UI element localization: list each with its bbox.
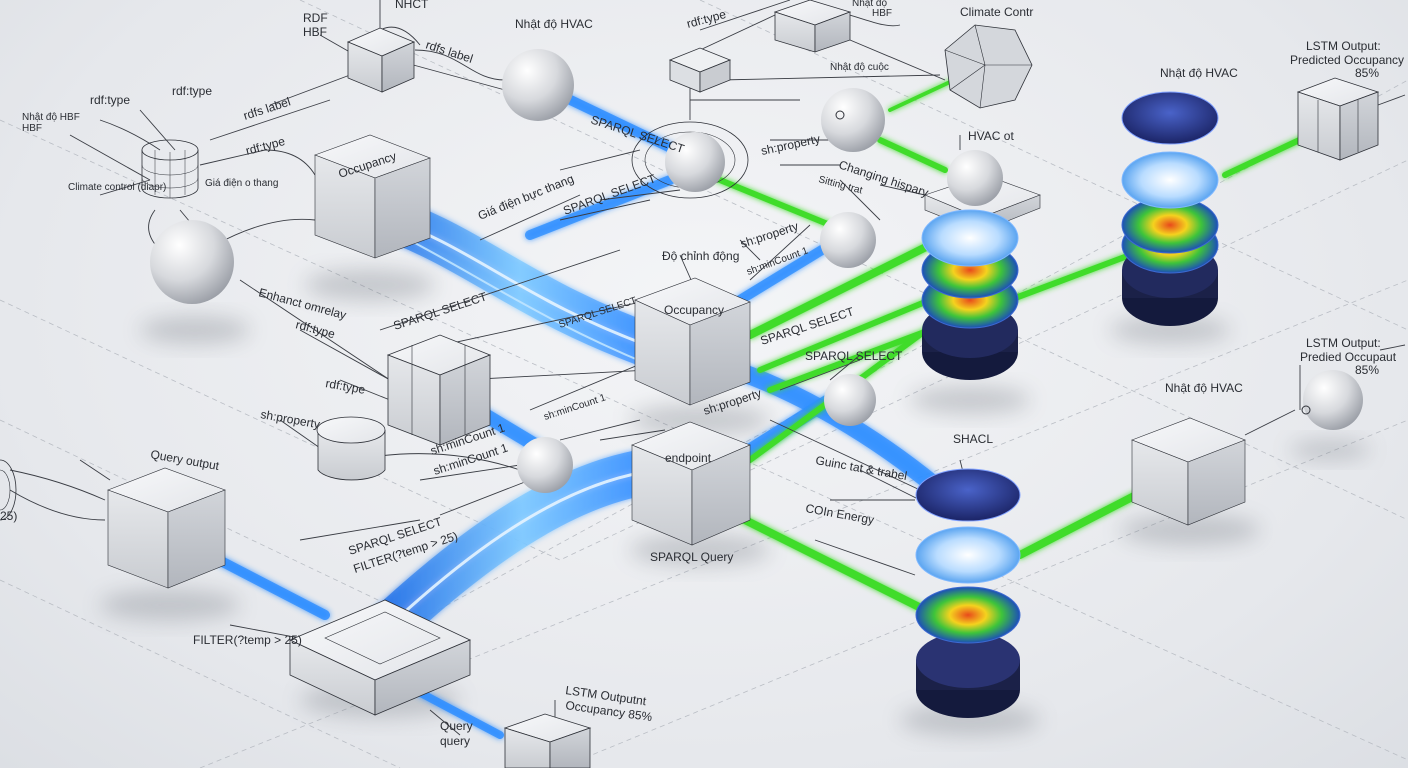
cube-lstm-output	[1298, 78, 1378, 160]
label-rdf: RDF	[303, 11, 328, 25]
label-lstm-right-3: 85%	[1355, 66, 1379, 80]
cube-occupancy-center	[635, 278, 750, 405]
label-nhiet-do-2: Nhật độ cuộc	[830, 62, 889, 73]
label-filter-3: FILTER(?temp > 25)	[193, 633, 302, 647]
label-hbf-left: HBF	[22, 123, 42, 134]
label-rdf-type-mid: rdf:type	[685, 7, 728, 31]
label-sh-property-3: sh:property	[259, 407, 321, 431]
cube-query-output	[108, 468, 225, 588]
cube-rdf-hbf	[348, 28, 414, 92]
sphere-hvac-top	[502, 49, 574, 121]
label-de-chinh: Độ chỉnh động	[662, 249, 739, 263]
wire-box-rdf-type	[670, 48, 730, 92]
cube-endpoint	[632, 422, 750, 545]
label-sh-property-2: sh:property	[739, 219, 800, 251]
label-gia-dien-bac: Giá điện bực thang	[476, 172, 576, 223]
label-lstm-r2-3: 85%	[1355, 363, 1379, 377]
cube-wireframe-mid	[388, 335, 490, 445]
label-rdf-type-bottom: rdf:type	[324, 376, 366, 397]
sphere-de-chinh	[820, 212, 876, 268]
label-nhiet-hvac-right2: Nhật độ HVAC	[1165, 381, 1243, 395]
label-sparql-query: SPARQL Query	[650, 550, 733, 564]
label-climate-control: Climate control (diapr)	[68, 182, 166, 193]
cube-top-center	[775, 0, 850, 52]
label-rdf-type-left: rdf:type	[172, 84, 212, 98]
label-rdfs-type-c: rdf:type	[294, 317, 337, 341]
polyhedron-climate	[945, 25, 1032, 108]
label-occupancy-center: Occupancy	[664, 303, 724, 317]
sphere-min-count	[517, 437, 573, 493]
label-lstm-r2-1: LSTM Output:	[1306, 336, 1381, 350]
disc-stack-right	[1122, 92, 1218, 326]
label-hbf-top2: HBF	[872, 8, 892, 19]
label-sh-min-count-2: sh:minCount 1	[543, 392, 608, 423]
label-hvac-ot: HVAC ot	[968, 129, 1014, 143]
label-mhapp-hbf: Nhật độ HBF	[22, 112, 80, 123]
label-lstm-right-2: Predicted Occupancy	[1290, 53, 1404, 67]
label-lstm-r2-2: Predied Occupaut	[1300, 350, 1397, 364]
label-nhiet-hvac-right: Nhật độ HVAC	[1160, 66, 1238, 80]
label-climate-contr: Climate Contr	[960, 5, 1033, 19]
sphere-nhiet-do	[821, 88, 885, 152]
cube-right	[1132, 418, 1245, 525]
label-hbf-top: HBF	[303, 25, 327, 39]
label-coin-energy: COIn Energy	[804, 501, 875, 527]
label-rdf-type-3: rdf:type	[244, 134, 287, 158]
label-left-paren: 25)	[0, 509, 17, 523]
label-endpoint: endpoint	[665, 451, 712, 465]
disc-stack-bottom	[916, 469, 1020, 718]
sphere-lstm-right	[1303, 370, 1363, 430]
cube-occupancy-left	[315, 135, 430, 258]
cube-bottom	[505, 714, 590, 768]
disc-stack-center	[922, 210, 1018, 380]
sphere-sparql	[824, 374, 876, 426]
label-rdf-type-left2: rdf:type	[90, 93, 130, 107]
label-sitting: Sitting trat	[817, 174, 864, 196]
label-lstm-right-1: LSTM Output:	[1306, 39, 1381, 53]
cylinder-shproperty	[317, 417, 385, 480]
label-query-bottom-2: query	[440, 734, 470, 748]
label-sh-property-1: sh:property	[760, 132, 822, 158]
label-nhiet-hvac-top: Nhật độ HVAC	[515, 17, 593, 31]
label-gia-dien: Giá điện o thang	[205, 178, 278, 189]
label-rdfs-label-left: rdfs label	[242, 94, 293, 122]
sphere-left	[150, 220, 234, 304]
label-shacl: SHACL	[953, 432, 993, 446]
label-sparql-select-5: SPARQL SELECT	[805, 349, 903, 363]
label-query-output: Query output	[149, 447, 220, 473]
sphere-hvac-ot	[947, 150, 1003, 206]
label-nhct: NHCT	[395, 0, 429, 11]
label-query-bottom-1: Query	[440, 719, 473, 733]
